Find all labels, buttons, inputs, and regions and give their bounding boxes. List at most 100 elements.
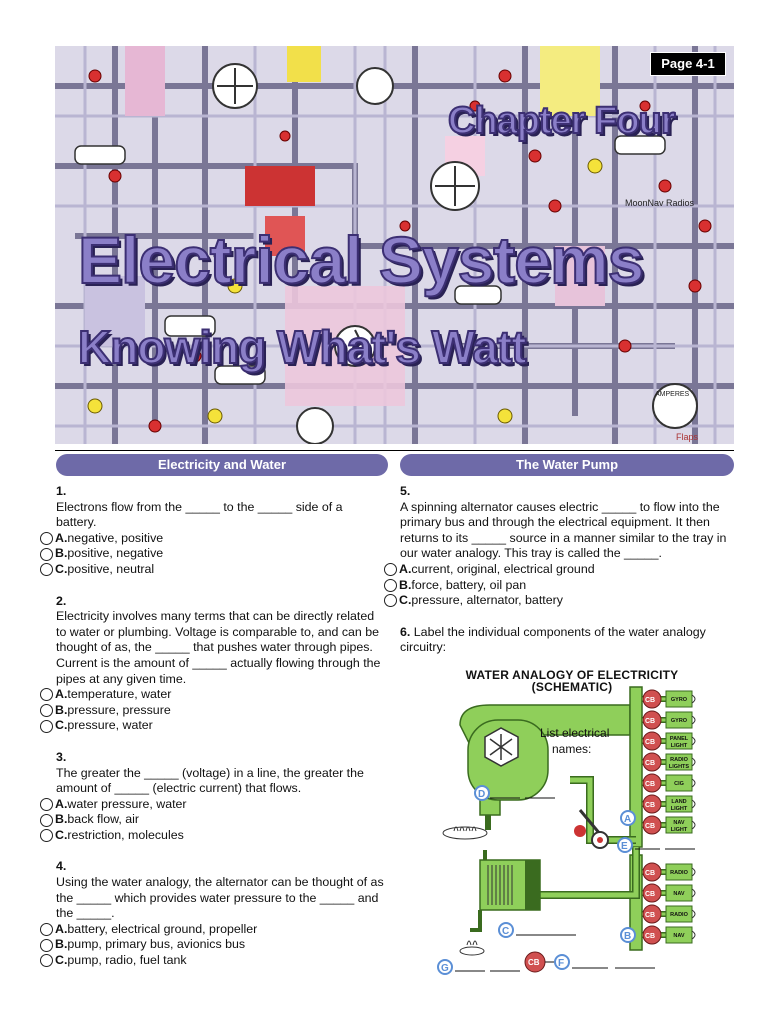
answer-option-c[interactable]: C. restriction, molecules <box>40 828 386 844</box>
load-box <box>665 905 693 923</box>
flame-icon <box>453 826 477 832</box>
chapter-banner: MoonNav Radios AMPERES <box>55 46 734 444</box>
svg-text:AMPERES: AMPERES <box>655 391 690 398</box>
answer-option-c[interactable]: C. positive, neutral <box>40 562 386 578</box>
circuit-illustration: MoonNav Radios AMPERES <box>55 46 734 444</box>
breaker-label: CB <box>645 823 655 830</box>
load-label: NAV <box>673 820 685 826</box>
radio-button[interactable] <box>40 719 53 733</box>
diagram-title-line1: WATER ANALOGY OF ELECTRICITY <box>465 668 679 682</box>
diagram-title: WATER ANALOGY OF ELECTRICITY (SCHEMATIC) <box>452 669 692 693</box>
load-box <box>665 774 693 792</box>
diagram-title-line2: (SCHEMATIC) <box>531 680 613 694</box>
answer-option-b[interactable]: B. pump, primary bus, avionics bus <box>40 937 386 953</box>
breaker-label: CB <box>645 802 655 809</box>
answer-option-a[interactable]: A. negative, positive <box>40 531 386 547</box>
answer-option-b[interactable]: B. positive, negative <box>40 546 386 562</box>
chapter-title: Chapter Four <box>447 99 677 143</box>
question-2: 2. Electricity involves many terms that … <box>40 593 386 734</box>
load-box <box>665 795 693 813</box>
answer-option-a[interactable]: A. temperature, water <box>40 687 386 703</box>
marker-e: E <box>617 837 633 853</box>
radio-button[interactable] <box>40 547 53 561</box>
answer-option-b[interactable]: B. pressure, pressure <box>40 703 386 719</box>
answer-option-a[interactable]: A. current, original, electrical ground <box>384 562 736 578</box>
breaker-label: CB <box>645 760 655 767</box>
load-label: LIGHT <box>671 806 688 812</box>
page-subtitle: Knowing What's Watt <box>77 320 528 374</box>
circuit-breaker <box>642 731 662 751</box>
radio-button[interactable] <box>384 594 397 608</box>
right-column: 5. A spinning alternator causes electric… <box>384 484 736 672</box>
svg-text:A: A <box>624 814 631 825</box>
radio-button[interactable] <box>40 704 53 718</box>
radio-button[interactable] <box>40 563 53 577</box>
radio-button[interactable] <box>40 829 53 843</box>
diagram-note-line2: names: <box>552 742 591 756</box>
marker-f: F <box>554 954 570 970</box>
load-label: LAND <box>671 799 686 805</box>
breaker-f: CB <box>524 951 546 973</box>
answer-option-c[interactable]: C. pressure, alternator, battery <box>384 593 736 609</box>
radio-button[interactable] <box>40 688 53 702</box>
svg-text:G: G <box>441 963 449 974</box>
load-label: RADIO <box>670 912 688 918</box>
question-number: 2. <box>56 593 67 608</box>
question-text: Electrons flow from the _____ to the ___… <box>56 499 343 530</box>
radio-button[interactable] <box>384 578 397 592</box>
answer-option-c[interactable]: C. pump, radio, fuel tank <box>40 953 386 969</box>
answer-option-c[interactable]: C. pressure, water <box>40 718 386 734</box>
radio-button[interactable] <box>40 938 53 952</box>
breaker-label: CB <box>645 891 655 898</box>
load-label: GYRO <box>671 718 688 724</box>
load-label: RADIO <box>670 757 688 763</box>
divider <box>55 450 734 451</box>
radio-button[interactable] <box>40 532 53 546</box>
radio-button[interactable] <box>40 813 53 827</box>
answer-option-b[interactable]: B. back flow, air <box>40 812 386 828</box>
answer-option-a[interactable]: A. battery, electrical ground, propeller <box>40 922 386 938</box>
load-label: LIGHT <box>671 827 688 833</box>
question-number: 3. <box>56 749 67 764</box>
circuit-breaker <box>642 773 662 793</box>
load-box <box>665 863 693 881</box>
load-box <box>665 732 693 750</box>
breaker-label: CB <box>645 781 655 788</box>
answer-option-b[interactable]: B. force, battery, oil pan <box>384 578 736 594</box>
question-text: A spinning alternator causes electric __… <box>400 499 727 561</box>
svg-text:CB: CB <box>528 958 540 967</box>
question-5: 5. A spinning alternator causes electric… <box>384 484 736 609</box>
radio-button[interactable] <box>40 954 53 968</box>
circuit-breaker <box>642 862 662 882</box>
question-number: 5. <box>400 484 411 498</box>
svg-text:C: C <box>502 926 509 937</box>
breaker-label: CB <box>645 718 655 725</box>
breaker-row: CB GYRO <box>642 710 696 730</box>
radio-button[interactable] <box>40 797 53 811</box>
circuit-breaker <box>642 752 662 772</box>
circuit-breaker <box>642 925 662 945</box>
marker-c: C <box>498 922 514 938</box>
circuit-breaker <box>642 689 662 709</box>
svg-text:MoonNav Radios: MoonNav Radios <box>625 198 695 208</box>
answer-option-a[interactable]: A. water pressure, water <box>40 797 386 813</box>
radio-button[interactable] <box>40 923 53 937</box>
question-number: 1. <box>56 484 67 498</box>
section-header-electricity-water: Electricity and Water <box>56 454 388 476</box>
section-header-water-pump: The Water Pump <box>400 454 734 476</box>
radio-button[interactable] <box>384 563 397 577</box>
question-number: 4. <box>56 859 67 874</box>
page-number-badge: Page 4-1 <box>650 52 726 76</box>
circuit-breaker <box>642 815 662 835</box>
svg-text:F: F <box>558 958 564 969</box>
page-title: Electrical Systems <box>77 222 645 298</box>
load-label: NAV <box>673 933 685 939</box>
load-box <box>665 884 693 902</box>
